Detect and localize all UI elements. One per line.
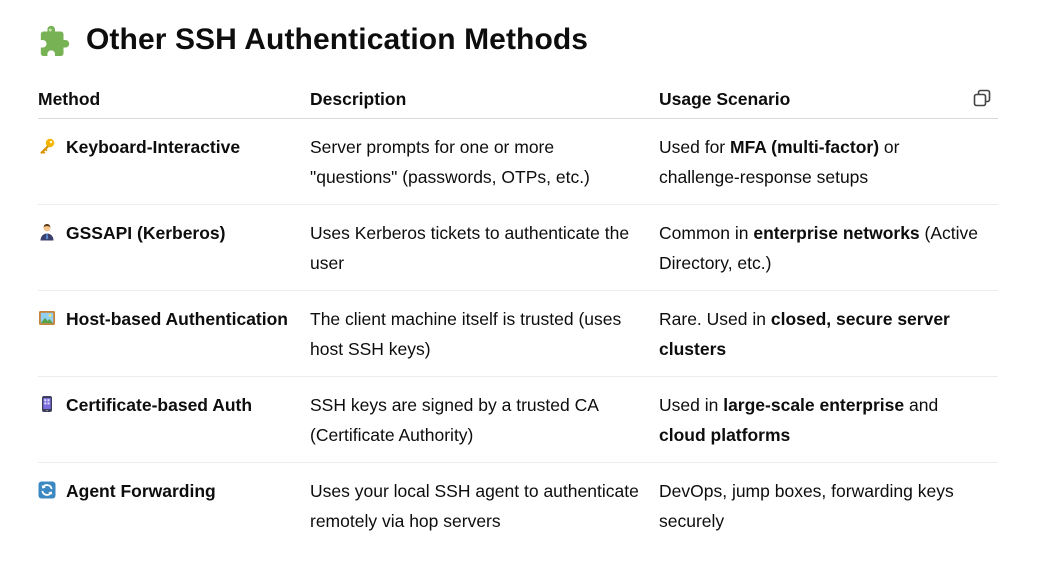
column-header-method: Method [38,80,310,119]
method-cell: Certificate-based Auth [38,376,310,463]
usage-text: Rare. Used in [659,309,771,329]
table-row: Agent Forwarding Uses your local SSH agen… [38,463,998,549]
table-row: GSSAPI (Kerberos) Uses Kerberos tickets t… [38,204,998,291]
key-icon [38,134,56,155]
method-cell: GSSAPI (Kerberos) [38,204,310,291]
method-name: Keyboard-Interactive [66,137,241,157]
copy-icon [973,89,991,107]
usage-cell: Used for MFA (multi-factor) or challenge… [659,118,998,205]
method-name: GSSAPI (Kerberos) [66,223,226,243]
usage-text: Common in [659,223,754,243]
usage-text: and [904,395,939,415]
table-header-row: Method Description Usage Scenario [38,80,998,119]
usage-cell: DevOps, jump boxes, forwarding keys secu… [659,463,998,549]
usage-emphasis: large-scale enterprise [723,395,905,415]
description-cell: Server prompts for one or more "question… [310,118,659,205]
usage-cell: Rare. Used in closed, secure server clus… [659,290,998,377]
table-row: Host-based Authentication The client mach… [38,290,998,377]
method-cell: Agent Forwarding [38,463,310,549]
section-heading: Other SSH Authentication Methods [38,18,588,62]
description-cell: Uses Kerberos tickets to authenticate th… [310,204,659,291]
arrows-cycle-icon [38,478,56,499]
usage-text: (Active Directory, etc.) [659,223,979,273]
method-cell: Keyboard-Interactive [38,118,310,205]
usage-emphasis: enterprise networks [753,223,920,243]
copy-table-button[interactable] [972,88,992,108]
framed-picture-icon [38,306,56,325]
mobile-phone-icon [38,392,56,412]
method-name: Host-based Authentication [66,309,288,329]
usage-text: Used for [659,137,730,157]
description-cell: SSH keys are signed by a trusted CA (Cer… [310,376,659,463]
column-header-description: Description [310,80,659,119]
person-in-suit-icon [38,220,56,241]
table-row: Keyboard-Interactive Server prompts for o… [38,118,998,205]
method-name: Certificate-based Auth [66,395,253,415]
description-cell: Uses your local SSH agent to authenticat… [310,481,639,531]
table-row: Certificate-based Auth SSH keys are signe… [38,376,998,463]
page-title: Other SSH Authentication Methods [86,23,589,56]
method-cell: Host-based Authentication [38,290,310,377]
usage-cell: Common in enterprise networks (Active Di… [659,204,998,291]
column-header-usage: Usage Scenario [659,80,998,119]
usage-emphasis: closed, secure server clusters [659,309,950,359]
methods-table-container: Method Description Usage Scenario Keyboa… [38,80,998,548]
usage-text: Used in [659,395,724,415]
usage-emphasis: cloud platforms [659,425,791,445]
method-name: Agent Forwarding [66,481,216,501]
usage-emphasis: MFA (multi-factor) [730,137,880,157]
description-cell: The client machine itself is trusted (us… [310,290,659,377]
puzzle-piece-icon [38,23,72,57]
usage-text: DevOps, jump boxes, forwarding keys secu… [659,481,954,531]
methods-table: Method Description Usage Scenario Keyboa… [38,80,998,548]
usage-text: or challenge-response setups [659,137,900,187]
usage-cell: Used in large-scale enterprise and cloud… [659,376,998,463]
